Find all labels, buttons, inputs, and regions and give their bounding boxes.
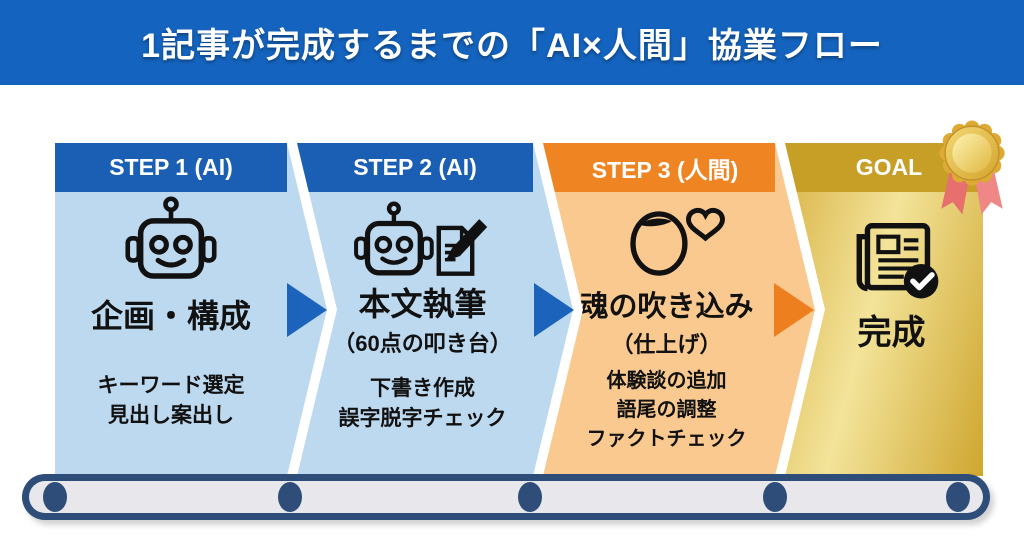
award-medal-icon: [924, 112, 1020, 224]
conveyor-belt: [22, 474, 990, 520]
robot-writing-icon: [312, 198, 533, 286]
goal-title: 完成: [857, 314, 926, 352]
step-2-subtitle: （60点の叩き台）: [333, 331, 512, 356]
step-1-header-label: STEP 1 (AI): [109, 154, 233, 180]
step-panel-2: STEP 2 (AI) 本文執筆 （60点の叩き台）: [297, 143, 573, 476]
conveyor-roller: [946, 482, 970, 512]
detail-line: 語尾の調整: [616, 399, 717, 421]
title-banner: 1記事が完成するまでの「AI×人間」協業フロー: [0, 0, 1024, 85]
step-3-header-label: STEP 3 (人間): [591, 156, 739, 183]
conveyor-roller: [518, 482, 542, 512]
robot-icon: [55, 196, 287, 288]
detail-line: 誤字脱字チェック: [338, 407, 507, 430]
step-2-title: 本文執筆: [358, 286, 487, 322]
page-title: 1記事が完成するまでの「AI×人間」協業フロー: [141, 27, 883, 65]
detail-line: 体験談の追加: [606, 370, 727, 392]
step-2-details: 下書き作成 誤字脱字チェック: [312, 374, 533, 434]
step-1-header: STEP 1 (AI): [55, 143, 287, 192]
conveyor-roller: [43, 482, 67, 512]
step-1-title: 企画・構成: [90, 298, 251, 334]
person-heart-icon: [558, 197, 775, 282]
step-3-title: 魂の吹き込み: [579, 291, 754, 323]
detail-line: 下書き作成: [370, 377, 475, 400]
detail-line: キーワード選定: [97, 374, 245, 397]
step-1-details: キーワード選定 見出し案出し: [55, 371, 287, 431]
completed-article-icon: [800, 211, 983, 306]
detail-line: ファクトチェック: [586, 428, 747, 450]
step-2-header-label: STEP 2 (AI): [353, 154, 477, 180]
step-panel-1: STEP 1 (AI) 企画・構成 キーワード選定 見出し案出し: [55, 143, 327, 476]
step-3-header: STEP 3 (人間): [543, 143, 775, 192]
conveyor-track: [29, 481, 983, 513]
step-3-subtitle: （仕上げ）: [611, 332, 722, 357]
goal-header-label: GOAL: [855, 154, 923, 180]
conveyor-roller: [278, 482, 302, 512]
conveyor-roller: [763, 482, 787, 512]
step-3-details: 体験談の追加 語尾の調整 ファクトチェック: [558, 367, 775, 454]
detail-line: 見出し案出し: [108, 404, 234, 427]
step-panel-3: STEP 3 (人間) 魂の吹き込み （仕上げ） 体験談の追加 語尾の調整 ファ…: [543, 143, 815, 476]
step-2-header: STEP 2 (AI): [297, 143, 533, 192]
